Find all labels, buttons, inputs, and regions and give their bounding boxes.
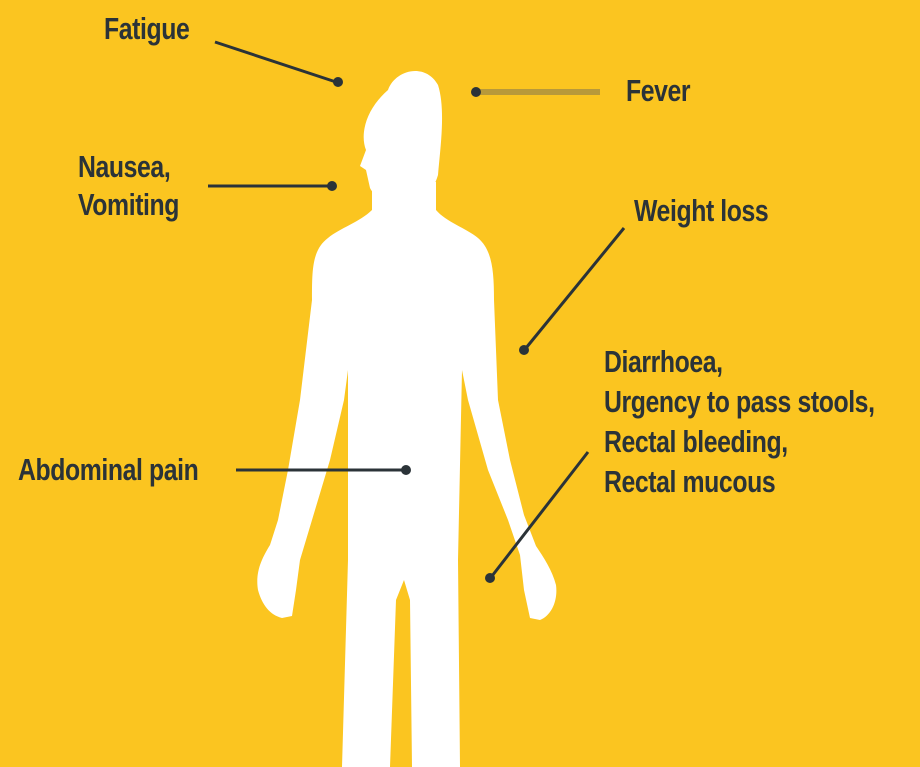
nausea-dot xyxy=(327,181,337,191)
weight-loss-label: Weight loss xyxy=(634,192,768,230)
fatigue-label: Fatigue xyxy=(104,10,189,48)
fatigue-text: Fatigue xyxy=(104,10,189,48)
nausea-vomiting-label: Nausea, Vomiting xyxy=(78,148,179,224)
nausea-text: Nausea, xyxy=(78,148,179,186)
abdominal-pain-label: Abdominal pain xyxy=(18,451,198,489)
urgency-text: Urgency to pass stools, xyxy=(604,382,875,422)
bowel-symptoms-dot xyxy=(485,573,495,583)
diarrhoea-text: Diarrhoea, xyxy=(604,342,875,382)
fever-dot xyxy=(471,87,481,97)
abdominal-pain-dot xyxy=(401,465,411,475)
rectal-bleeding-text: Rectal bleeding, xyxy=(604,422,875,462)
abdominal-pain-text: Abdominal pain xyxy=(18,451,198,489)
bowel-symptoms-label: Diarrhoea, Urgency to pass stools, Recta… xyxy=(604,342,875,502)
fever-text: Fever xyxy=(626,72,690,110)
weight-loss-text: Weight loss xyxy=(634,192,768,230)
vomiting-text: Vomiting xyxy=(78,186,179,224)
human-body-silhouette xyxy=(257,71,556,767)
fatigue-dot xyxy=(333,77,343,87)
fatigue-leader-line xyxy=(215,42,336,82)
fever-label: Fever xyxy=(626,72,690,110)
rectal-mucous-text: Rectal mucous xyxy=(604,462,875,502)
weight-loss-leader-line xyxy=(526,228,624,348)
weight-loss-dot xyxy=(519,345,529,355)
